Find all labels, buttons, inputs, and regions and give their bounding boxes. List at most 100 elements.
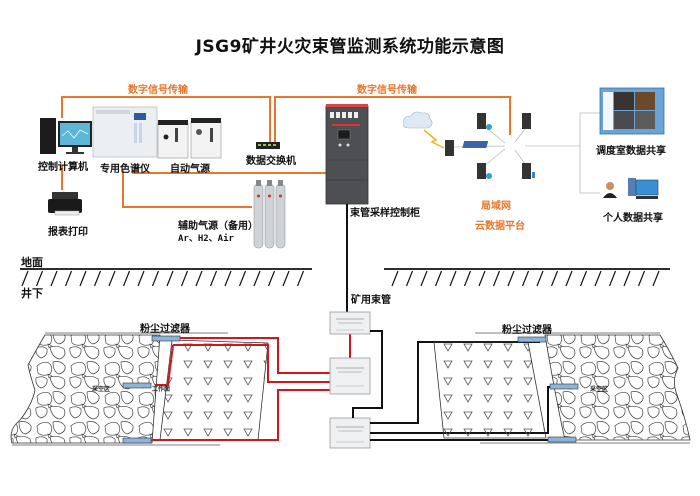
goaf-left: [10, 334, 161, 444]
ground-hatch-mark: [253, 270, 261, 287]
chromatograph-icon: [92, 106, 158, 158]
ground-hatch-mark: [637, 270, 646, 287]
ground-hatch-mark: [267, 270, 276, 287]
red-tube-lines: [151, 334, 351, 441]
auto-gas-source-label: 自动气源: [170, 164, 210, 175]
tube-divider-box: [329, 311, 371, 335]
ground-hatch-mark: [50, 270, 58, 287]
dust-filter-label-right: 粉尘过滤器: [502, 325, 552, 336]
lan-network: [403, 111, 580, 179]
goaf-label-right: 采空区: [590, 386, 609, 393]
ground-hatch-mark: [137, 270, 145, 287]
ground-hatch-mark: [449, 270, 457, 287]
signal-line-aux-gas: [122, 170, 252, 208]
auto-gas-source-icon: [157, 118, 222, 159]
signal-line-chromatograph-cabinet: [132, 170, 328, 174]
goaf-label-left: 采空区: [92, 386, 111, 393]
workface-right: [433, 341, 547, 439]
ground-hatch-mark: [21, 270, 29, 287]
signal-label-left: 数字信号传输: [128, 85, 188, 96]
ground-hatch-mark: [93, 270, 102, 287]
dust-filter-icon: [151, 335, 181, 342]
ground-hatch-mark: [391, 270, 399, 287]
ground-hatch-mark: [565, 270, 573, 287]
signal-lines: [61, 96, 511, 208]
server-icon: [445, 140, 454, 156]
ground-hatch-mark: [652, 270, 660, 287]
ground-hatch-mark: [35, 270, 44, 287]
tube-divider-box: [329, 357, 371, 395]
server-icon: [477, 163, 486, 179]
server-icon: [522, 113, 531, 129]
workface-left: [159, 339, 269, 441]
underground-label: 井下: [21, 287, 43, 300]
control-computer-label: 控制计算机: [38, 162, 88, 173]
ground-hatch-mark: [492, 270, 501, 287]
diagram-title: JSG9矿井火灾束管监测系统功能示意图: [195, 37, 505, 57]
dust-filter-icon: [122, 382, 152, 389]
server-icon: [477, 113, 486, 129]
signal-label-right: 数字信号传输: [357, 85, 417, 96]
ground-hatch-mark: [536, 270, 544, 287]
lan-switch-icon: [462, 141, 489, 148]
workface-label: 工作面: [152, 386, 171, 393]
ground-hatch-mark: [166, 270, 174, 287]
ground-hatch-mark: [108, 270, 116, 287]
goaf-right: [544, 334, 691, 441]
server-icon: [522, 163, 531, 179]
cloud-platform-label: 云数据平台: [475, 221, 525, 232]
ground-hatch-mark: [594, 270, 602, 287]
dust-filter-icon: [549, 383, 579, 390]
dust-filter-icon: [547, 436, 577, 443]
ground-hatch-mark: [623, 270, 631, 287]
signal-line-switch-lan: [274, 96, 511, 142]
ground-hatch-mark: [579, 270, 588, 287]
aux-gas-label: 辅助气源（备用）: [178, 221, 258, 232]
ground-hatch-mark: [224, 270, 232, 287]
lan-label: 局域网: [481, 201, 511, 212]
ground-hatch-mark: [122, 270, 131, 287]
gas-cylinders-icon: [253, 180, 286, 249]
ground-hatch-mark: [79, 270, 87, 287]
control-computer-icon: [40, 118, 92, 154]
surface-label: 地面: [21, 256, 43, 269]
mine-tube-label: 矿用束管: [351, 295, 391, 306]
ground-hatch-mark: [296, 270, 305, 287]
data-switch-label: 数据交换机: [246, 156, 296, 167]
dust-filter-label-left: 粉尘过滤器: [140, 324, 190, 335]
sharing-branch: [579, 112, 600, 194]
ground-hatch-mark: [405, 270, 414, 287]
wireless-link-icon: [423, 129, 445, 149]
ground-line-right: [384, 268, 670, 287]
cloud-icon: [403, 111, 433, 129]
dust-filter-icon: [517, 336, 547, 343]
personal-share-label: 个人数据共享: [603, 213, 663, 224]
ground-hatch-mark: [507, 270, 515, 287]
ground-hatch-mark: [64, 270, 73, 287]
tube-divider-box: [329, 417, 371, 449]
ground-hatch-mark: [550, 270, 559, 287]
dispatch-monitor-icon: [599, 87, 665, 135]
ground-hatch-mark: [151, 270, 160, 287]
dispatch-share-label: 调度室数据共享: [596, 146, 666, 157]
ground-hatch-mark: [434, 270, 443, 287]
ground-hatch-mark: [478, 270, 486, 287]
person-icon: [603, 182, 617, 198]
ground-hatch-mark: [521, 270, 530, 287]
chromatograph-label: 专用色谱仪: [100, 164, 150, 175]
printer-icon: [48, 192, 82, 216]
ground-hatch-mark: [463, 270, 472, 287]
dust-filter-icon: [122, 437, 152, 444]
ground-hatch-mark: [282, 270, 290, 287]
ground-hatch-mark: [209, 270, 218, 287]
data-switch-icon: [256, 142, 280, 149]
ground-hatch-mark: [608, 270, 617, 287]
sampling-cabinet-label: 束管采样控制柜: [350, 208, 420, 219]
sampling-cabinet-icon: [325, 104, 369, 205]
ground-hatch-mark: [180, 270, 189, 287]
report-print-label: 报表打印: [48, 227, 88, 238]
ground-hatch-mark: [238, 270, 247, 287]
personal-computer-icon: [628, 178, 659, 199]
ground-hatch-mark: [420, 270, 428, 287]
